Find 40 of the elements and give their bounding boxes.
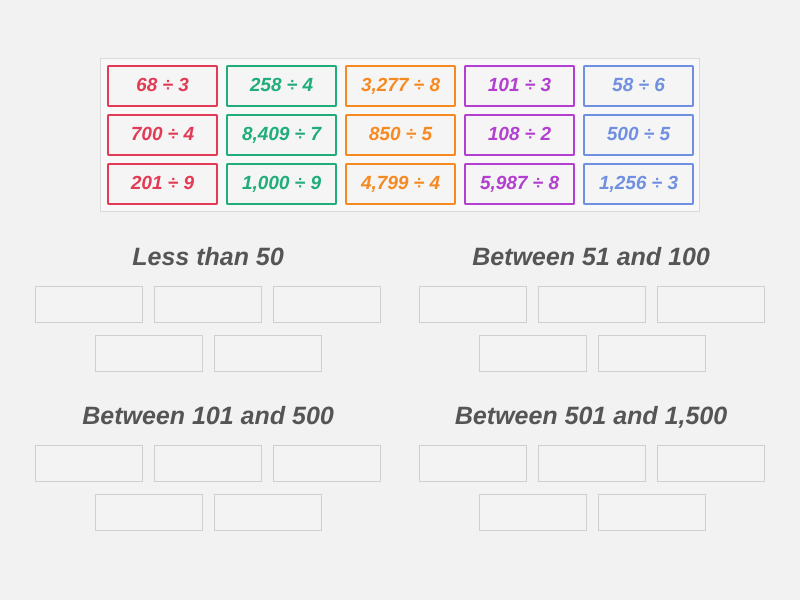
division-card: 700 ÷ 4 [107, 114, 218, 156]
drop-slot [479, 335, 587, 372]
drop-slot [419, 286, 527, 323]
category-heading: Less than 50 [132, 242, 284, 272]
division-card: 68 ÷ 3 [107, 65, 218, 107]
division-card: 1,000 ÷ 9 [226, 163, 337, 205]
division-card: 108 ÷ 2 [464, 114, 575, 156]
drop-slot [657, 445, 765, 482]
division-card: 1,256 ÷ 3 [583, 163, 694, 205]
drop-slot [598, 335, 706, 372]
drop-slot [214, 335, 322, 372]
drop-slot [95, 335, 203, 372]
drop-slot [538, 445, 646, 482]
division-card: 201 ÷ 9 [107, 163, 218, 205]
drop-slot [598, 494, 706, 531]
division-card: 258 ÷ 4 [226, 65, 337, 107]
division-card: 101 ÷ 3 [464, 65, 575, 107]
division-card: 5,987 ÷ 8 [464, 163, 575, 205]
drop-slot [95, 494, 203, 531]
drop-slot [154, 286, 262, 323]
category-heading: Between 101 and 500 [82, 401, 334, 431]
division-card: 58 ÷ 6 [583, 65, 694, 107]
drop-slot [214, 494, 322, 531]
division-card: 3,277 ÷ 8 [345, 65, 456, 107]
drop-slot [538, 286, 646, 323]
drop-slot [479, 494, 587, 531]
division-card: 850 ÷ 5 [345, 114, 456, 156]
category-heading: Between 51 and 100 [472, 242, 710, 272]
drop-slot [273, 286, 381, 323]
drop-slot [35, 445, 143, 482]
drop-slot [154, 445, 262, 482]
category-heading: Between 501 and 1,500 [454, 401, 728, 431]
drop-slot [273, 445, 381, 482]
division-card: 8,409 ÷ 7 [226, 114, 337, 156]
division-card: 500 ÷ 5 [583, 114, 694, 156]
drop-slot [657, 286, 765, 323]
card-tray [100, 58, 700, 212]
division-card: 4,799 ÷ 4 [345, 163, 456, 205]
drop-slot [419, 445, 527, 482]
drop-slot [35, 286, 143, 323]
